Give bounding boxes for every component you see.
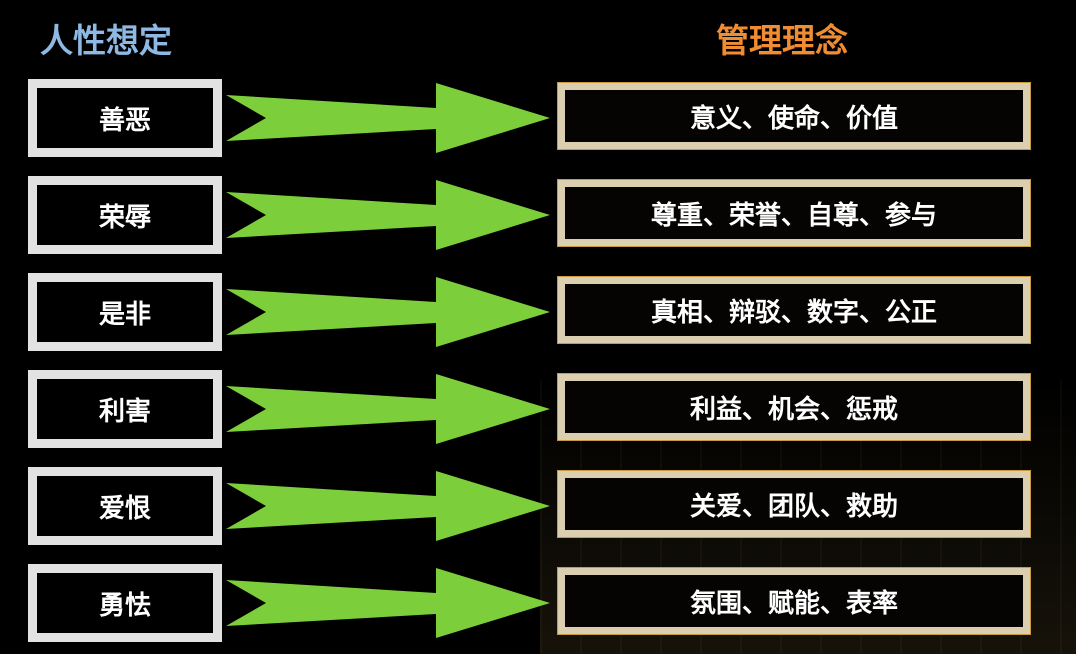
human-nature-box: 爱恨 (28, 467, 222, 545)
human-nature-box: 荣辱 (28, 176, 222, 254)
management-concept-box: 意义、使命、价值 (557, 82, 1031, 150)
human-nature-box: 利害 (28, 370, 222, 448)
management-concept-box: 关爱、团队、救助 (557, 470, 1031, 538)
management-concept-box: 利益、机会、惩戒 (557, 373, 1031, 441)
management-concept-box: 真相、辩驳、数字、公正 (557, 276, 1031, 344)
management-concept-label: 利益、机会、惩戒 (689, 394, 898, 425)
management-concept-box: 尊重、荣誉、自尊、参与 (557, 179, 1031, 247)
human-nature-label: 善恶 (98, 105, 151, 136)
human-nature-label: 爱恨 (98, 493, 151, 524)
management-concept-label: 意义、使命、价值 (689, 103, 898, 134)
human-nature-label: 荣辱 (98, 202, 151, 233)
left-column-title: 人性想定 (40, 21, 172, 60)
arrow-right-icon (226, 568, 550, 638)
management-concept-label: 关爱、团队、救助 (689, 491, 898, 522)
human-nature-label: 是非 (98, 299, 151, 330)
right-column-title: 管理理念 (716, 21, 848, 60)
human-nature-label: 利害 (98, 396, 151, 427)
arrow-right-icon (226, 83, 550, 153)
human-nature-label: 勇怯 (98, 590, 151, 621)
management-concept-label: 氛围、赋能、表率 (689, 588, 898, 619)
management-concept-label: 真相、辩驳、数字、公正 (650, 297, 937, 328)
management-concept-label: 尊重、荣誉、自尊、参与 (650, 200, 937, 231)
arrow-right-icon (226, 277, 550, 347)
arrow-right-icon (226, 471, 550, 541)
arrow-right-icon (226, 374, 550, 444)
arrow-right-icon (226, 180, 550, 250)
human-nature-box: 是非 (28, 273, 222, 351)
management-concept-box: 氛围、赋能、表率 (557, 567, 1031, 635)
human-nature-box: 勇怯 (28, 564, 222, 642)
human-nature-box: 善恶 (28, 79, 222, 157)
